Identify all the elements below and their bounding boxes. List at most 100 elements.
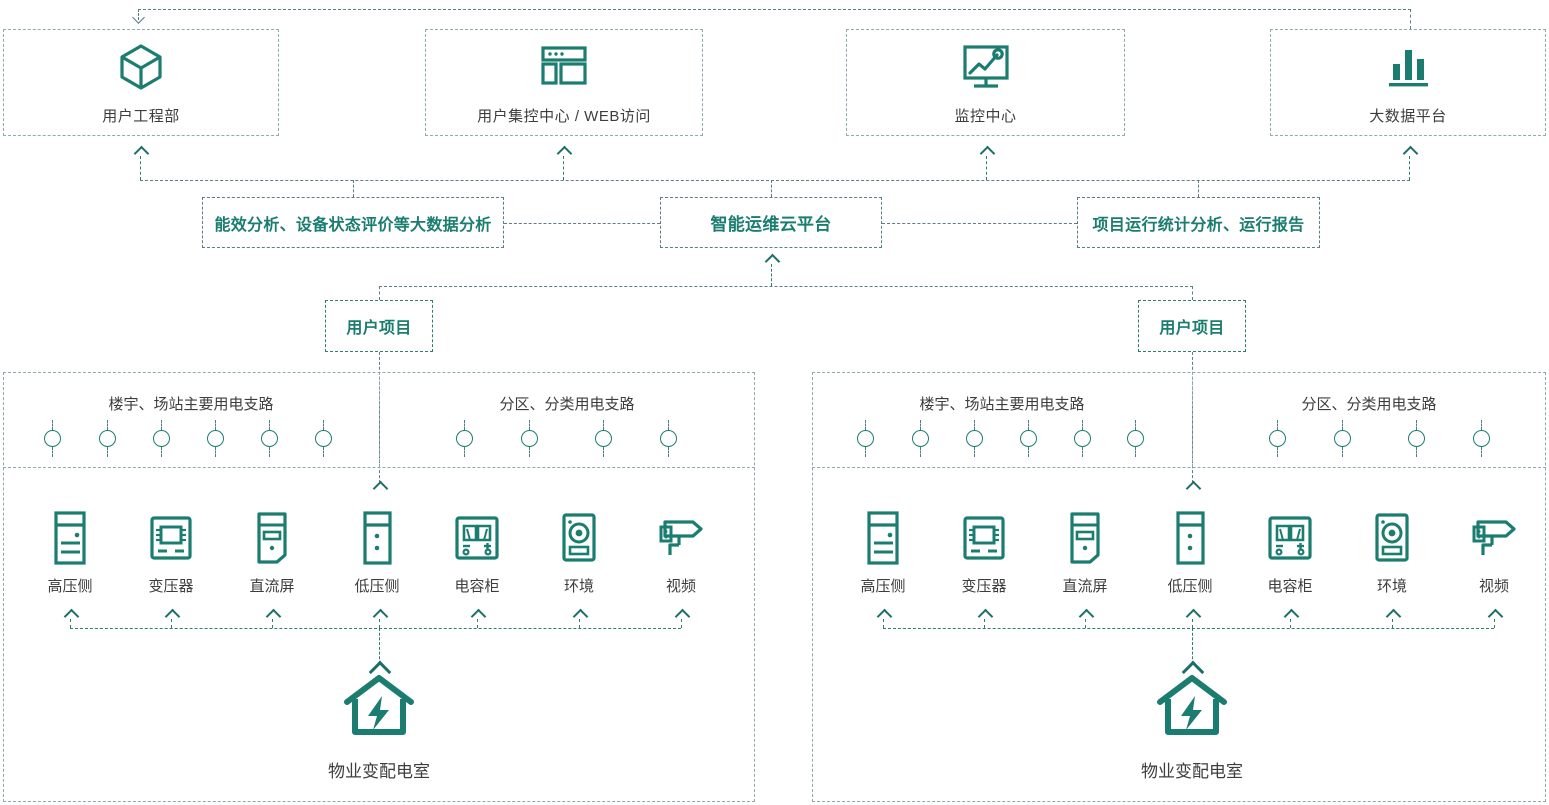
breaker-stub-bottom — [1342, 447, 1343, 457]
breaker-stub-top — [529, 420, 530, 430]
breaker-stub-bottom — [323, 447, 324, 457]
breaker-stub-top — [1416, 420, 1417, 430]
capacitor-cabinet-icon — [1264, 508, 1316, 566]
breaker-symbol[interactable] — [1408, 430, 1425, 447]
breaker-stub-top — [269, 420, 270, 430]
device-dc-panel-right[interactable]: 直流屏 — [1042, 508, 1128, 596]
panel-site-right — [812, 372, 1546, 802]
breaker-symbol[interactable] — [1020, 430, 1037, 447]
source-substation-left[interactable]: 物业变配电室 — [305, 672, 453, 782]
device-transformer-right[interactable]: 变压器 — [941, 508, 1027, 596]
card-user-engineering[interactable]: 用户工程部 — [3, 29, 279, 136]
stem-device-5 — [1290, 619, 1291, 628]
stem-right-analytics — [1198, 180, 1199, 197]
box-project-reports[interactable]: 项目运行统计分析、运行报告 — [1077, 197, 1320, 248]
card-monitoring-center[interactable]: 监控中心 — [846, 29, 1125, 136]
breaker-symbol[interactable] — [99, 430, 116, 447]
breaker-stub-top — [1277, 420, 1278, 430]
breaker-symbol[interactable] — [456, 430, 473, 447]
branch-group-title-right-zone: 分区、分类用电支路 — [1301, 396, 1437, 413]
source-label: 物业变配电室 — [328, 762, 430, 781]
source-substation-right[interactable]: 物业变配电室 — [1118, 672, 1266, 782]
breaker-stub-top — [974, 420, 975, 430]
stem-cloud-from-bus — [771, 264, 772, 286]
breaker-symbol[interactable] — [315, 430, 332, 447]
stem-device-3 — [272, 619, 273, 628]
device-capacitor-right[interactable]: 电容柜 — [1247, 508, 1333, 596]
breaker-symbol[interactable] — [521, 430, 538, 447]
box-label: 项目运行统计分析、运行报告 — [1092, 216, 1305, 234]
device-hv-right[interactable]: 高压侧 — [840, 508, 926, 596]
card-big-data-platform[interactable]: 大数据平台 — [1270, 29, 1546, 136]
breaker-symbol[interactable] — [1473, 430, 1490, 447]
breaker-symbol[interactable] — [912, 430, 929, 447]
card-label: 大数据平台 — [1369, 108, 1447, 125]
box-user-project-left[interactable]: 用户项目 — [325, 300, 433, 352]
breaker-symbol[interactable] — [660, 430, 677, 447]
breaker-stub-top — [1028, 420, 1029, 430]
stem-device-1 — [70, 619, 71, 628]
breaker-symbol[interactable] — [1127, 430, 1144, 447]
capacitor-cabinet-icon — [451, 508, 503, 566]
breaker-symbol[interactable] — [153, 430, 170, 447]
device-label: 直流屏 — [1062, 578, 1108, 595]
breaker-stub-top — [603, 420, 604, 430]
breaker-symbol[interactable] — [857, 430, 874, 447]
device-lv-right[interactable]: 低压侧 — [1147, 508, 1233, 596]
device-label: 变压器 — [961, 578, 1007, 595]
breaker-stub-bottom — [1481, 447, 1482, 457]
device-label: 电容柜 — [454, 578, 500, 595]
breaker-symbol[interactable] — [1334, 430, 1351, 447]
stem-device-4 — [1192, 619, 1193, 628]
box-energy-analytics[interactable]: 能效分析、设备状态评价等大数据分析 — [202, 197, 504, 248]
device-video-right[interactable]: 视频 — [1451, 508, 1537, 596]
breaker-symbol[interactable] — [1074, 430, 1091, 447]
stem-card-3 — [986, 156, 987, 180]
breaker-symbol[interactable] — [44, 430, 61, 447]
breaker-symbol[interactable] — [261, 430, 278, 447]
top-feedback-left-stem — [138, 9, 139, 20]
breaker-stub-top — [1481, 420, 1482, 430]
stem-card-4 — [1409, 156, 1410, 180]
hv-cabinet-icon — [860, 508, 906, 566]
breaker-stub-bottom — [668, 447, 669, 457]
device-label: 低压侧 — [1167, 578, 1213, 595]
breaker-symbol[interactable] — [207, 430, 224, 447]
breaker-stub-top — [1082, 420, 1083, 430]
environment-sensor-icon — [557, 508, 601, 566]
device-label: 变压器 — [148, 578, 194, 595]
lv-cabinet-icon — [356, 508, 398, 566]
breaker-symbol[interactable] — [1269, 430, 1286, 447]
device-hv-left[interactable]: 高压侧 — [27, 508, 113, 596]
box-label: 智能运维云平台 — [710, 215, 832, 234]
house-power-icon — [1154, 672, 1230, 745]
upper-distribution-bus — [140, 180, 1410, 181]
card-web-control-center[interactable]: 用户集控中心 / WEB访问 — [425, 29, 703, 136]
lv-cabinet-icon — [1169, 508, 1211, 566]
device-label: 直流屏 — [249, 578, 295, 595]
device-capacitor-left[interactable]: 电容柜 — [434, 508, 520, 596]
monitor-chart-icon — [958, 39, 1014, 95]
breaker-stub-top — [1135, 420, 1136, 430]
device-transformer-left[interactable]: 变压器 — [128, 508, 214, 596]
box-cloud-platform[interactable]: 智能运维云平台 — [660, 197, 882, 248]
device-label: 环境 — [563, 578, 594, 595]
dc-panel-icon — [1064, 508, 1106, 566]
device-environment-right[interactable]: 环境 — [1349, 508, 1435, 596]
device-environment-left[interactable]: 环境 — [536, 508, 622, 596]
breaker-symbol[interactable] — [966, 430, 983, 447]
stem-device-2 — [984, 619, 985, 628]
device-lv-left[interactable]: 低压侧 — [334, 508, 420, 596]
stem-device-3 — [1085, 619, 1086, 628]
device-dc-panel-left[interactable]: 直流屏 — [229, 508, 315, 596]
breaker-stub-bottom — [1277, 447, 1278, 457]
breaker-stub-bottom — [1082, 447, 1083, 457]
device-video-left[interactable]: 视频 — [638, 508, 724, 596]
stem-card-2 — [563, 156, 564, 180]
breaker-stub-bottom — [464, 447, 465, 457]
breaker-stub-bottom — [529, 447, 530, 457]
card-label: 监控中心 — [954, 108, 1017, 125]
box-user-project-right[interactable]: 用户项目 — [1138, 300, 1246, 352]
breaker-symbol[interactable] — [595, 430, 612, 447]
